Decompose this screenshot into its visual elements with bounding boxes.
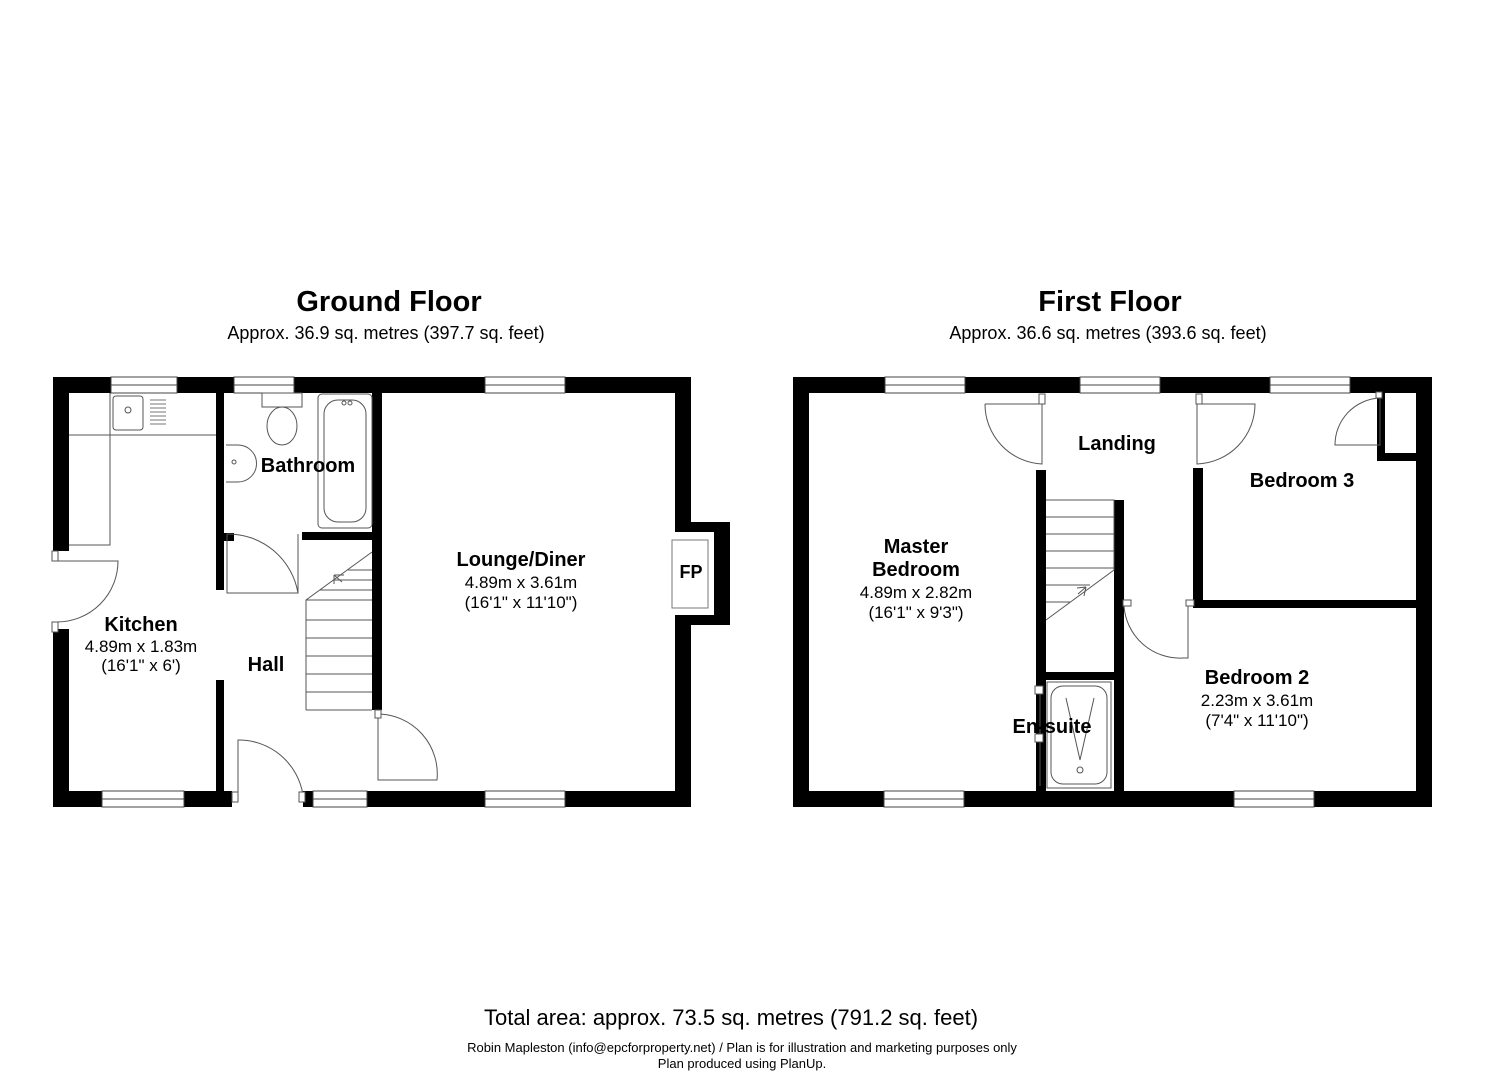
lounge-diner-dimensions-imperial: (16'1" x 11'10") <box>464 593 578 612</box>
master-bedroom-label-line1: Master <box>883 536 949 558</box>
bedroom-2-label: Bedroom 2 <box>1204 667 1310 689</box>
footer-disclaimer: Robin Mapleston (info@epcforproperty.net… <box>467 1040 1017 1055</box>
footer-credit: Plan produced using PlanUp. <box>657 1056 827 1071</box>
bedroom-3-label: Bedroom 3 <box>1249 470 1355 492</box>
master-bedroom-label-line2: Bedroom <box>872 559 960 581</box>
bathroom-label: Bathroom <box>260 455 356 477</box>
lounge-diner-label: Lounge/Diner <box>456 549 586 571</box>
bedroom-2-dimensions-metric: 2.23m x 3.61m <box>1200 691 1314 710</box>
first-floor-interior-walls <box>1036 393 1416 791</box>
ground-floor-interior-walls <box>216 393 382 791</box>
ground-floor-doors <box>56 533 438 796</box>
ground-floor-stairs <box>305 551 373 711</box>
bathroom-fixtures <box>226 392 373 529</box>
ground-floor-area: Approx. 36.9 sq. metres (397.7 sq. feet) <box>227 323 545 343</box>
first-floor-doors <box>984 397 1381 786</box>
kitchen-units <box>69 393 216 546</box>
first-floor-area: Approx. 36.6 sq. metres (393.6 sq. feet) <box>949 323 1267 343</box>
fireplace <box>671 539 709 609</box>
ensuite-label: En-suite <box>1012 716 1092 738</box>
hall-label: Hall <box>247 654 285 676</box>
ground-floor-title: Ground Floor <box>296 286 482 318</box>
total-area: Total area: approx. 73.5 sq. metres (791… <box>483 1005 979 1030</box>
master-bedroom-dimensions-metric: 4.89m x 2.82m <box>859 583 973 602</box>
first-floor-title: First Floor <box>1038 286 1182 318</box>
ground-floor-plan <box>51 376 730 808</box>
first-floor-windows <box>883 376 1351 808</box>
first-floor-stairs <box>1045 499 1115 621</box>
ground-floor-exterior-walls <box>53 377 730 807</box>
ground-floor-windows <box>101 376 566 808</box>
landing-label: Landing <box>1078 433 1156 455</box>
lounge-diner-dimensions-metric: 4.89m x 3.61m <box>464 573 578 592</box>
master-bedroom-dimensions-imperial: (16'1" x 9'3") <box>868 603 964 622</box>
first-floor-plan <box>793 376 1432 808</box>
kitchen-dimensions-imperial: (16'1" x 6') <box>101 656 181 675</box>
kitchen-label: Kitchen <box>104 614 178 636</box>
kitchen-dimensions-metric: 4.89m x 1.83m <box>84 637 198 656</box>
bedroom-2-dimensions-imperial: (7'4" x 11'10") <box>1205 711 1309 730</box>
fireplace-label: FP <box>679 562 703 582</box>
ensuite-shower <box>1046 681 1112 789</box>
